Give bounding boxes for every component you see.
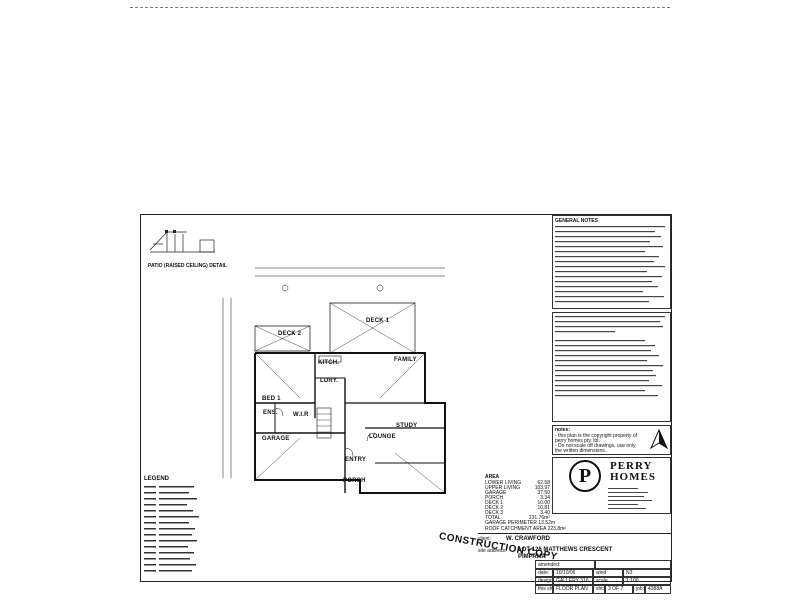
area-row-value: 231.76m² [528,515,550,521]
room-wir: W.I.R [293,412,309,418]
area-row-value: 10.00 [537,500,550,506]
legend-lines [144,486,199,572]
area-row-value: 103.97 [534,485,550,491]
legend-title: LEGEND [144,476,170,482]
amended-cell: amended: [535,560,595,570]
patio-detail-drawing [149,230,215,253]
area-title: AREA [485,474,500,480]
room-lounge: LOUNGE [369,434,396,440]
area-row: DECK 1 10.00 [485,501,550,506]
wind-value: N3 [623,568,671,578]
job-label: job: [633,584,645,594]
area-row-value: 37.50 [537,490,550,496]
area-row-label: TOTAL [485,515,501,521]
area-row-value: 3.34 [540,495,550,501]
room-kitch: KITCH. [318,360,340,366]
notes-line: perry homes pty. ltd. [555,438,600,444]
company-logo: P [569,460,601,492]
site-line2: PIMPAMA [518,554,546,560]
notes-line: - Do not scale off drawings, use only [555,443,636,449]
title-grid-rows: date: 10/10/06 wind N3 [535,568,671,578]
amended-label: amended: [538,562,561,568]
area-footer: GARAGE PERIMETER 13.52m [485,520,556,526]
title-block: client: W. CRAWFORD site address: LOT 12… [478,533,671,560]
area-row: LOWER LIVING 62.58 [485,481,550,486]
area-row-value: 62.58 [537,480,550,486]
room-deck2: DECK 2 [278,331,302,337]
area-row: DECK 2 10.81 [485,506,550,511]
area-row-label: GARAGE [485,490,507,496]
general-notes-lines [555,226,665,303]
area-row-label: LOWER LIVING [485,480,522,486]
title-label: this sht: [535,584,553,594]
notes-line: the written dimensions. [555,448,607,454]
wind-label: wind [593,568,623,578]
design-value: GALLERY 316 [553,576,593,586]
area-row-value: 10.81 [537,505,550,511]
room-garage: GARAGE [262,436,290,442]
title-value: FLOOR PLAN [553,584,593,594]
site-label: site address: [478,548,507,554]
specification-notes-box [552,312,671,422]
blank-cell [595,560,671,570]
room-study: STUDY [396,423,418,429]
title-grid: amended: [535,560,671,582]
room-deck1: DECK 1 [366,318,390,324]
sheet-label: sht: [593,584,605,594]
floor-plan-drawing [222,267,446,494]
copyright-notes-box: notes: - this plan is the copyright prop… [552,425,671,455]
notes-line: - this plan is the copyright property of [555,433,637,439]
room-ldry: LDRY. [320,378,339,384]
area-row: TOTAL 231.76m² [485,516,550,521]
general-notes-box: GENERAL NOTES [552,215,671,309]
title-grid-rows-3: this sht: FLOOR PLAN sht: 3 OF 7 job: 43… [535,584,671,594]
specification-lines [555,316,665,397]
top-dashed-rule [130,7,670,8]
room-bed1: BED 1 [262,396,281,402]
room-family: FAMILY [394,357,417,363]
area-row-label: DECK 3 [485,510,504,516]
site-line1: LOT 126 MATTHEWS CRESCENT [518,547,613,553]
room-ens: ENS. [263,410,278,416]
notes-heading: notes: [555,427,570,433]
area-row: GARAGE 37.50 [485,491,550,496]
scale-value: 1:100 [623,576,671,586]
company-address-lines [608,488,652,509]
room-porch: PORCH [343,478,366,484]
date-value: 10/10/06 [553,568,593,578]
design-label: design: [535,576,553,586]
area-row-label: PORCH [485,495,504,501]
company-name-line2: HOMES [610,471,656,483]
area-row: DECK 3 3.40 [485,511,550,516]
job-value: 4388A [645,584,671,594]
patio-detail-label: PATIO (RAISED CEILING) DETAIL [148,263,227,269]
area-row-label: DECK 2 [485,505,504,511]
area-row-label: DECK 1 [485,500,504,506]
area-row-value: 3.40 [540,510,550,516]
client-label: client: [478,536,492,542]
general-notes-title: GENERAL NOTES [555,218,598,224]
north-arrow-icon [649,428,669,450]
room-entry: ENTRY [345,457,367,463]
sheet-value: 3 OF 7 [605,584,633,594]
company-name: PERRY HOMES [610,461,656,483]
date-label: date: [535,568,553,578]
scale-label: scale [593,576,623,586]
area-row: UPPER LIVING 103.97 [485,486,550,491]
drawing-sheet [140,214,672,582]
client-value: W. CRAWFORD [506,536,550,542]
area-row-label: UPPER LIVING [485,485,521,491]
title-grid-rows-2: design: GALLERY 316 scale 1:100 [535,576,671,586]
company-name-line1: PERRY [610,460,653,472]
area-footer: ROOF CATCHMENT AREA 223.8m² [485,526,566,532]
area-row: PORCH 3.34 [485,496,550,501]
